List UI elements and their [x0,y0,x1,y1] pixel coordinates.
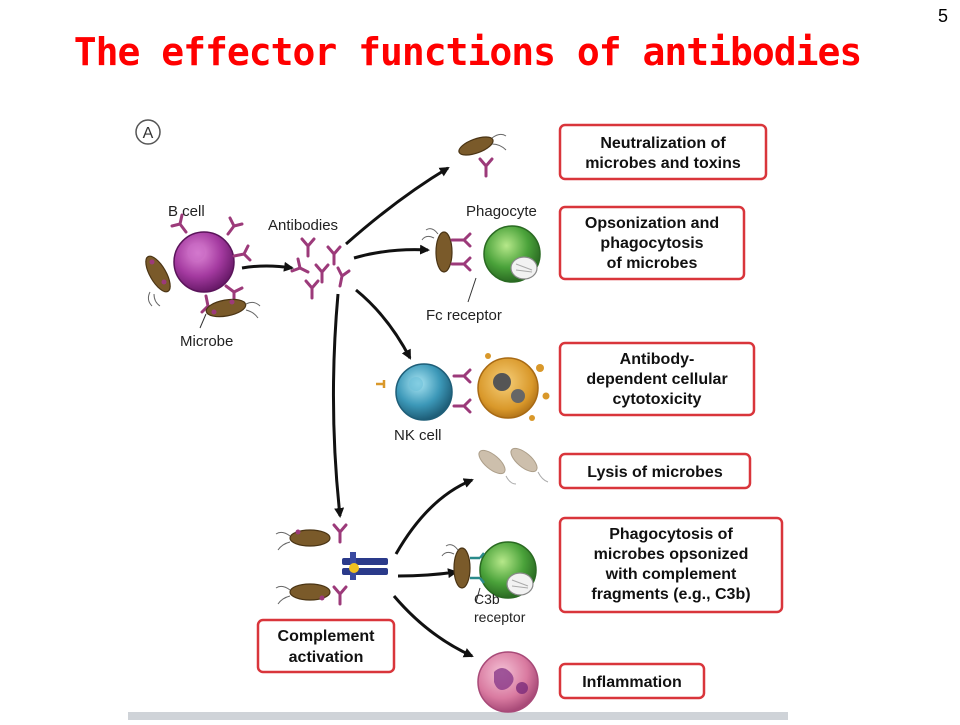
outcome-text: phagocytosis [600,235,703,252]
effector-functions-diagram: A Microbe B cell Antibodies [128,106,788,720]
complement-antibodies [332,523,348,606]
microbe-icon [205,298,261,319]
pathway-arrows [241,166,474,658]
outcome-text: dependent cellular [586,371,727,388]
b-cell-surface-antibodies [170,213,252,314]
arrow-to-inflammation [392,595,474,658]
outcome-text: cytotoxicity [613,391,702,408]
fc-receptor-leader-line [467,277,477,303]
complement-activation-line: activation [289,649,364,666]
fc-receptor-label: Fc receptor [426,307,502,324]
outcome-text: Lysis of microbes [587,464,723,481]
arrow-to-complement [331,293,345,518]
opsonizing-antibodies [450,232,472,272]
outcome-box-lysis: Lysis of microbes [558,452,752,490]
phagocyte [483,225,541,283]
arrow-b-cell-to-antibodies [241,261,294,272]
outcome-box-inflammation: Inflammation [558,662,706,700]
inflammatory-cell [477,651,539,713]
outcome-text: Phagocytosis of [609,526,733,543]
arrow-to-neutralization [345,166,450,246]
arrow-to-c3b-phagocytosis [397,568,458,579]
nk-cell-label: NK cell [394,427,442,444]
c3b-receptor-label: C3b [474,591,500,607]
outcome-box-opsonization: Opsonization and phagocytosis of microbe… [558,205,746,281]
outcome-box-neutralization: Neutralization of microbes and toxins [558,123,768,181]
c3b-receptors [470,552,485,584]
complement-activation-line: Complement [278,628,376,645]
adcc-antibodies [452,368,472,414]
microbe-icon [145,255,171,307]
c3b-opsonized-microbe [441,544,471,589]
complement-activation-box: Complement activation [256,618,396,674]
slide-number: 5 [937,6,948,26]
outcome-box-c3b-phagocytosis: Phagocytosis of microbes opsonized with … [558,516,784,614]
outcome-text: microbes and toxins [585,155,741,172]
target-cell [477,353,550,421]
outcome-text: of microbes [607,255,698,272]
c3b-receptor-label: receptor [474,609,526,625]
b-cell-label: B cell [168,203,205,220]
outcome-text: Inflammation [582,674,682,691]
outcome-text: microbes opsonized [594,546,749,563]
outcome-text: with complement [605,566,737,583]
antibodies-label: Antibodies [268,217,338,234]
outcome-text: Opsonization and [585,215,719,232]
microbe-label: Microbe [180,333,233,350]
opsonized-microbe [421,228,453,273]
nk-receptor-icon [376,380,386,388]
outcome-text: fragments (e.g., C3b) [591,586,750,603]
outcome-text: Antibody- [620,351,695,368]
arrow-to-lysis [394,478,474,555]
c3b-receptor-leader-line [475,587,481,603]
lysed-microbes [478,447,549,485]
complement-microbes [275,529,331,605]
outcome-text: Neutralization of [600,135,726,152]
slide-title: The effector functions of antibodies [73,30,863,74]
complement-complex-icon [342,552,388,580]
microbe-leader-line [199,313,207,329]
outcome-box-adcc: Antibody- dependent cellular cytotoxicit… [558,341,756,417]
panel-label-text: A [143,125,154,142]
phagocyte-label: Phagocyte [466,203,537,220]
free-antibodies [290,237,351,300]
b-cell [173,231,235,293]
c3b-phagocyte [479,541,537,599]
arrow-to-opsonization [353,244,430,260]
neutralized-microbe [458,133,507,178]
panel-label: A [135,119,161,145]
nk-cell [395,363,453,421]
arrow-to-adcc [355,288,412,360]
next-panel-edge [128,712,788,720]
